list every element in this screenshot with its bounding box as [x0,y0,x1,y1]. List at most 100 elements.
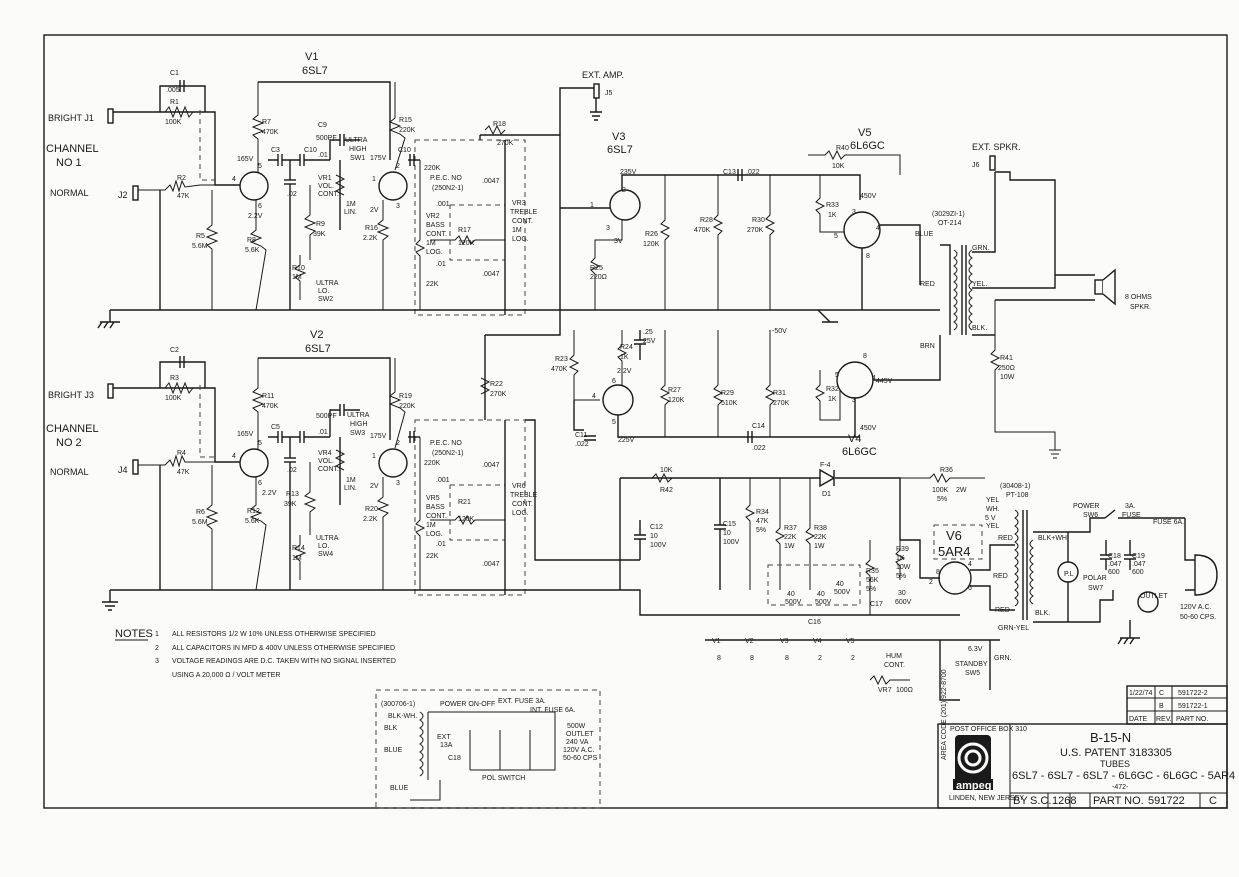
sw1-label: SW1 [350,155,365,162]
resistor-r7 [251,82,265,175]
c7-value: 500PF [316,413,337,420]
r3-value: 100K [165,395,182,402]
c14-label: C14 [752,423,765,430]
ground-icon [817,309,838,323]
note-item: USING A 20,000 Ω / VOLT METER [172,672,280,679]
polar-label: POLAR [1083,575,1107,582]
resistor-r8 [249,200,267,311]
power-label: POWER [1073,503,1099,510]
vr3-cont: CONT. [512,218,533,225]
vr4-taper: LIN. [344,485,357,492]
c13-label: C13 [723,169,736,176]
r21-label: R21 [458,499,471,506]
r6-value: 5.6M [192,519,208,526]
vr5-bass: BASS [426,504,445,511]
v22-label: 2.2V [248,213,263,220]
rev-date-header: DATE [1129,716,1147,723]
svg-text:C: C [1159,690,1164,697]
r33-value: 1K [828,212,837,219]
r2-label: R2 [177,175,186,182]
inset-outlet1: 500W [567,723,586,730]
resistor-r36 [900,472,985,484]
svg-text:591722-1: 591722-1 [1178,703,1208,710]
resistor-r16 [376,200,390,310]
svg-text:2: 2 [851,655,855,662]
ground-icon [102,590,118,611]
grn-yel-label: GRN-YEL [998,625,1029,632]
vr2-value: 1M [426,240,436,247]
pt-yel-2: YEL [986,523,999,530]
ot-red: RED [920,281,935,288]
r1-value: 100K [165,119,182,126]
jack-j5 [593,83,600,99]
heater-pins: V1 8 V2 8 V3 8 V4 2 V5 2 [712,638,855,662]
svg-text:.01: .01 [318,429,328,436]
r36-tol: 5% [937,496,947,503]
c18-value: .047 [1108,561,1122,568]
r2-value: 47K [177,193,190,200]
inset-wiring-diagram: (300706-1) BLK-WH. POWER ON-OFF EXT. FUS… [375,689,601,809]
power-supply-section: 10K R42 F-4 D1 R36 100K 2W 5% C12 10 100… [619,462,1218,701]
c17-voltage: 600V [895,599,912,606]
r31-value: 270K [773,400,790,407]
vr6-treble: TREBLE [510,492,538,499]
v3-label: V3 [612,131,625,143]
r8-label: R8 [247,237,256,244]
ultra-high-label: ULTRA [345,137,368,144]
svg-text:4: 4 [232,176,236,183]
resistor-r12 [249,477,267,591]
by-label: BY [1013,795,1028,807]
r35-value: 56K [866,577,879,584]
svg-text:USING A 20,000 Ω / VOLT METER: USING A 20,000 Ω / VOLT METER [172,672,280,679]
inset-blk-wh: BLK-WH. [388,713,417,720]
ground-icon [1117,620,1140,645]
inset-blue: BLUE [384,747,403,754]
resistor-r21 [430,514,505,526]
brand-name: ampeg [956,780,991,792]
r23-label: R23 [555,356,568,363]
ultra-lo-lo: LO. [318,288,329,295]
ext-amp-label: EXT. AMP. [582,70,624,80]
ts2-r220k: 220K [424,460,441,467]
c6-value: .02 [287,467,297,474]
svg-text:C3: C3 [271,147,280,154]
v165-label: 165V [237,156,254,163]
ts1-c0047b: .0047 [482,271,500,278]
inset-ext-fuse: EXT. FUSE 3A. [498,698,546,705]
cps-label: 50-60 CPS. [1180,614,1216,621]
c12-voltage: 100V [650,542,667,549]
r35-tol: 5% [866,586,876,593]
r5-label: R5 [196,233,205,240]
r21-value: 120K [458,516,475,523]
heater-pin: V5 2 [846,638,855,662]
r11-value: 470K [262,403,279,410]
r7-label: R7 [262,119,271,126]
v450-label: 450V [860,193,877,200]
c40b-value: 40 [817,591,825,598]
c17-value: 30 [898,590,906,597]
fuse3-label: FUSE [1122,512,1141,519]
r15-value: 220K [399,127,416,134]
ot-label: OT-214 [938,220,961,227]
ultra-high-label2: HIGH [349,146,367,153]
resistor-r38 [805,478,816,590]
hum-label: HUM [886,653,902,660]
bright-j1-label: BRIGHT J1 [48,113,94,123]
notes-heading: NOTES [115,628,153,640]
speaker-icon [1094,279,1104,295]
pl-label: P.L [1064,571,1074,578]
c18-voltage: 600 [1108,569,1120,576]
d1-label: D1 [822,491,831,498]
v50-label: -50V [772,328,787,335]
svg-text:5: 5 [834,233,838,240]
r40-value: 10K [832,163,845,170]
inset-blue-2: BLUE [390,785,409,792]
r36-label: R36 [940,467,953,474]
tone-stack-c1 [414,139,526,316]
r10-value: 1M [292,274,302,281]
r17-label: R17 [458,227,471,234]
svg-text:8: 8 [863,353,867,360]
c15-value: 10 [723,530,731,537]
hum-cont-label: CONT. [884,662,905,669]
c1-label: C1 [170,70,179,77]
